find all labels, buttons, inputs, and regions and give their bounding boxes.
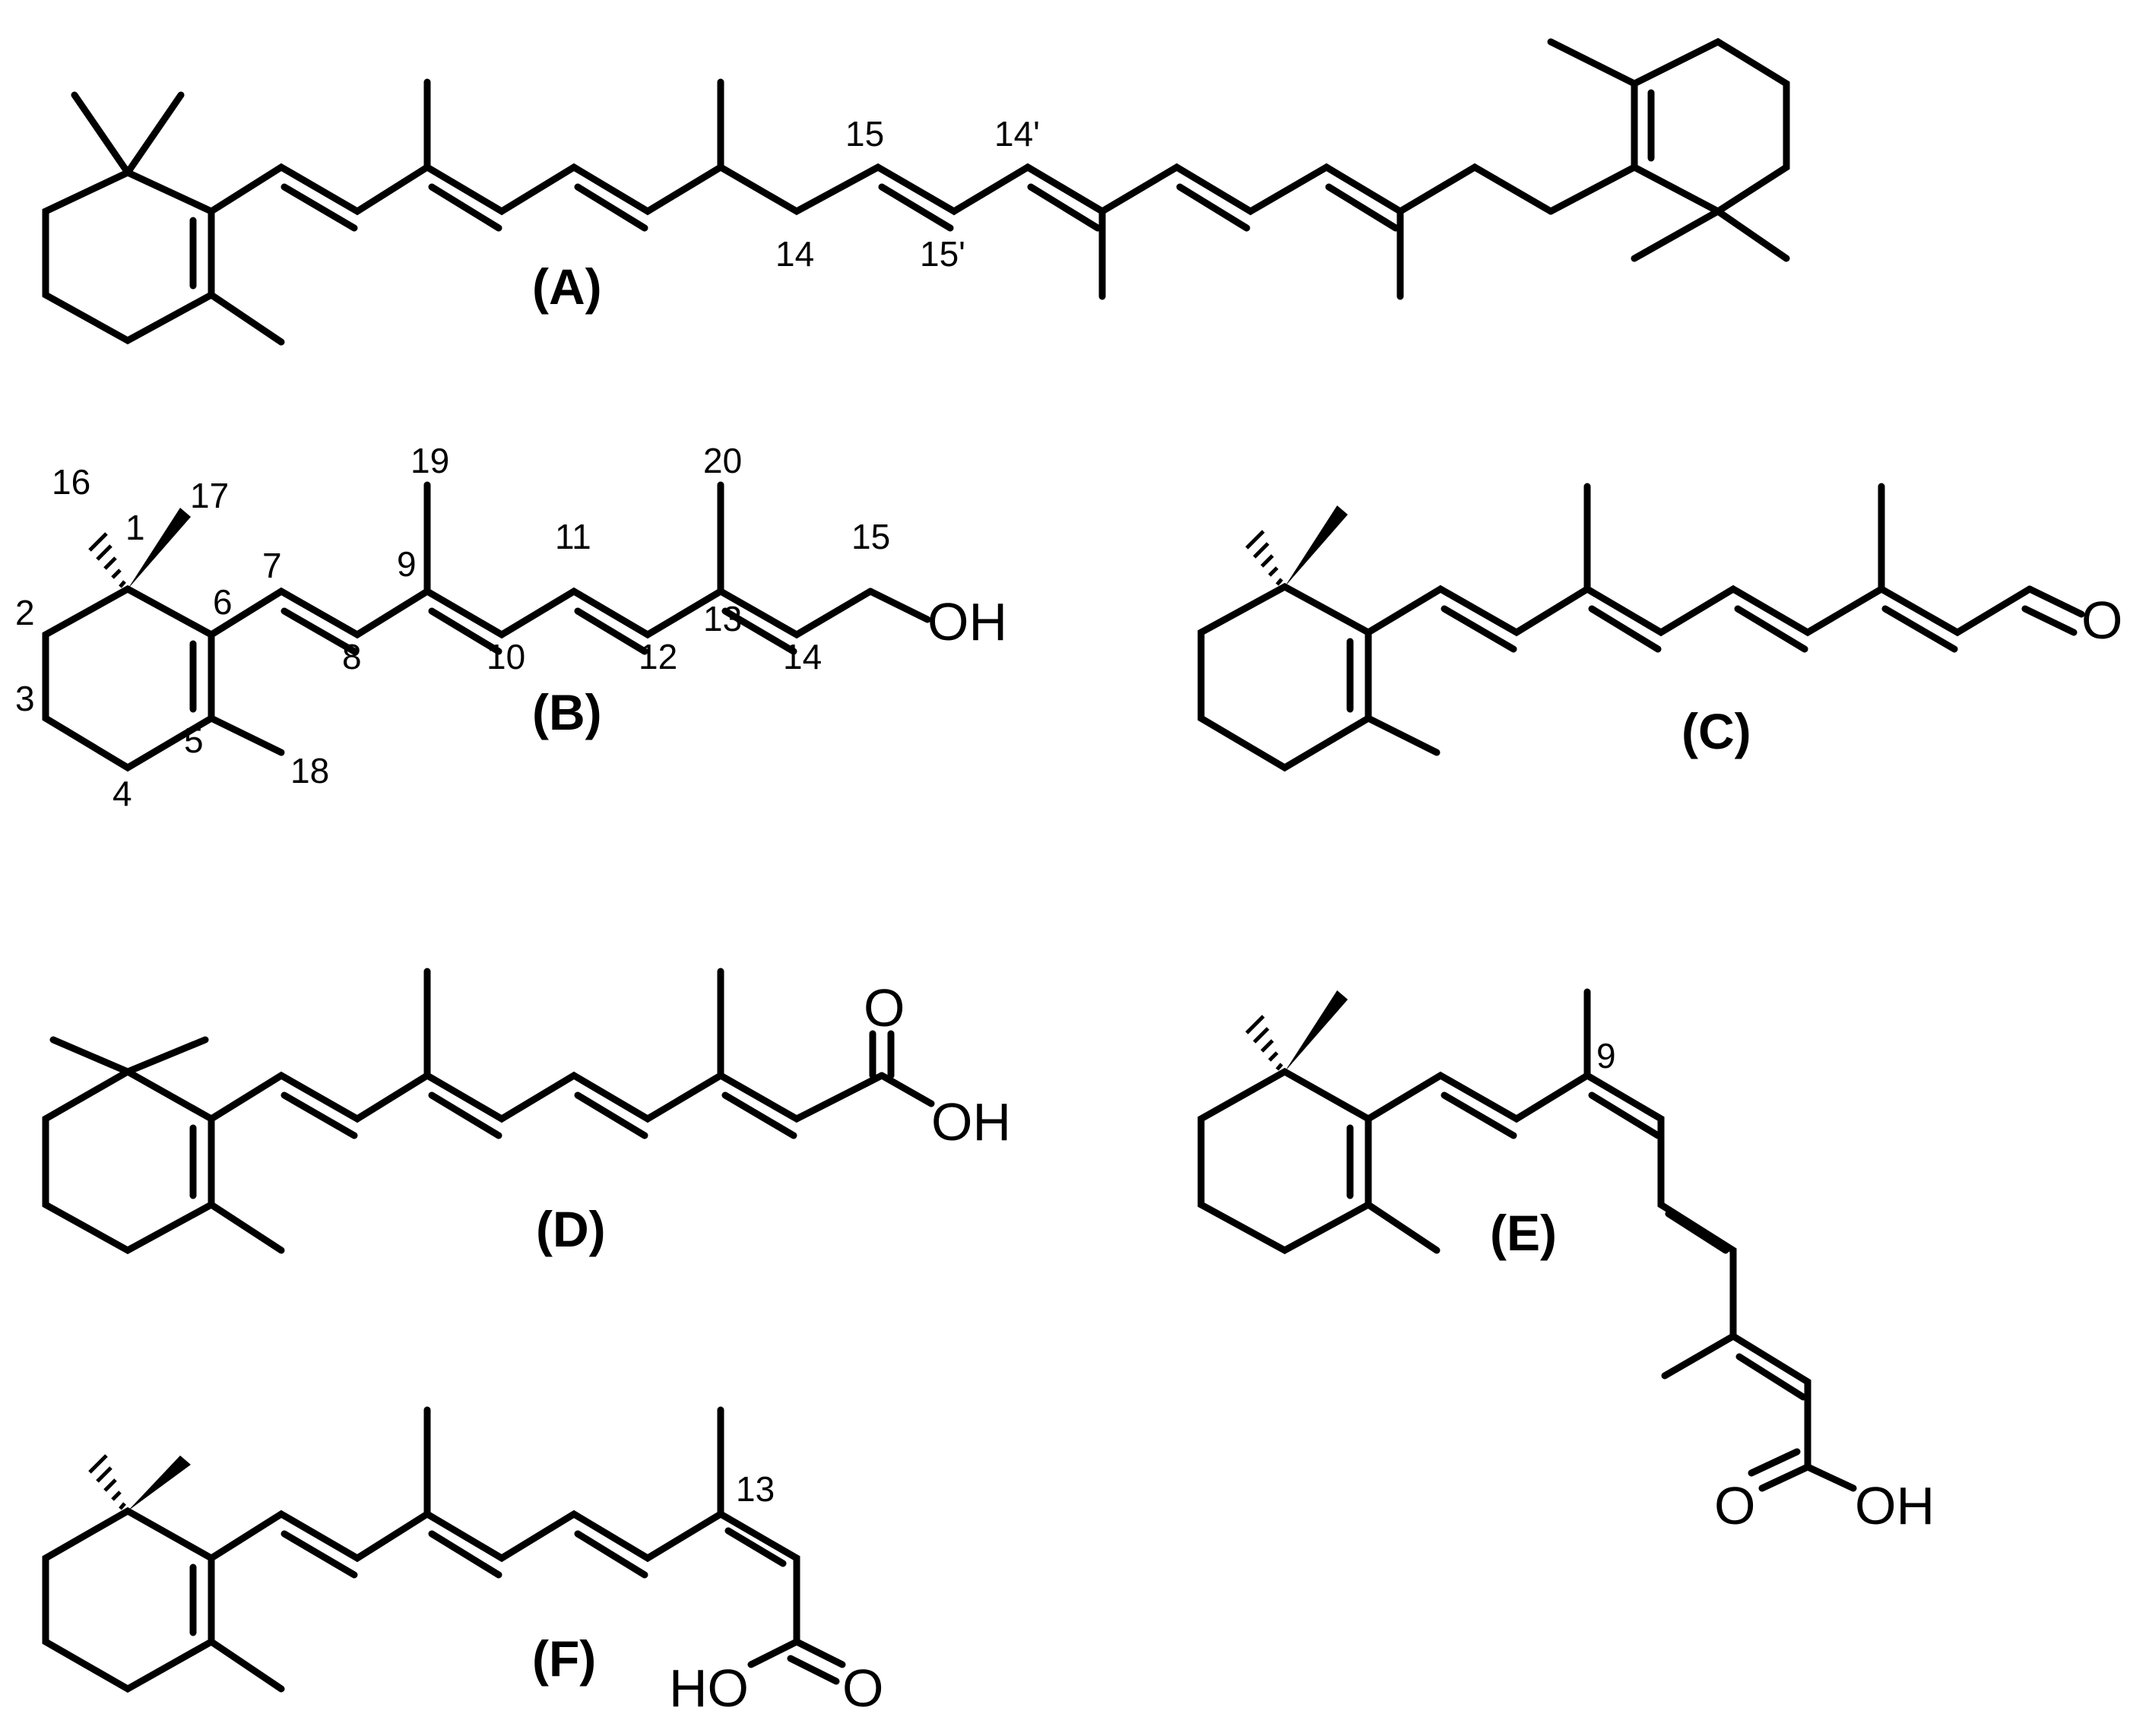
d-ring xyxy=(42,1067,215,1255)
e-chain xyxy=(1365,1071,1811,1471)
a-label-14: 14 xyxy=(775,234,814,274)
d-caption: (D) xyxy=(536,1201,606,1257)
b-caption: (B) xyxy=(532,684,602,740)
b-label-15: 15 xyxy=(851,517,890,556)
e-caption: (E) xyxy=(1490,1205,1557,1261)
c-hashed-methyl xyxy=(1245,530,1283,586)
b-label-16: 16 xyxy=(52,462,90,502)
f-carboxyl xyxy=(747,1638,846,1685)
a-left-gem-methyls xyxy=(71,91,185,176)
b-wedge-methyl-17 xyxy=(128,508,191,589)
a-caption: (A) xyxy=(532,258,602,315)
a-label-15: 15 xyxy=(845,114,884,154)
c-caption: (C) xyxy=(1681,703,1751,759)
e-hashed-methyl xyxy=(1245,1015,1283,1071)
e-oh: OH xyxy=(1855,1476,1935,1535)
a-left-chain-methyls xyxy=(423,78,724,171)
a-polyene-right-doubles xyxy=(1027,183,1399,232)
b-label-1: 1 xyxy=(125,508,145,547)
d-chain-doubles xyxy=(281,1091,797,1139)
a-right-ring-methyl xyxy=(1547,38,1638,87)
a-right-ring xyxy=(1631,37,1790,216)
c-chain-doubles xyxy=(1441,605,1958,653)
a-label-15p: 15' xyxy=(920,234,965,274)
molecule-d: O OH (D) xyxy=(42,968,1011,1257)
b-chain xyxy=(208,587,874,639)
e-o: O xyxy=(1714,1476,1755,1535)
b-label-20: 20 xyxy=(703,441,742,480)
d-carboxyl xyxy=(869,1030,935,1107)
b-label-2: 2 xyxy=(15,593,35,632)
c-ring-methyl xyxy=(1365,714,1441,756)
e-ring-methyl xyxy=(1365,1201,1441,1254)
b-oh: OH xyxy=(927,592,1007,651)
a-left-ring xyxy=(42,169,215,345)
a-polyene-left-doubles xyxy=(281,183,648,232)
b-chain-methyls xyxy=(423,481,724,595)
e-wedge-methyl xyxy=(1285,990,1348,1072)
f-chain-doubles xyxy=(281,1527,787,1579)
a-label-14p: 14' xyxy=(994,114,1040,154)
b-label-18: 18 xyxy=(290,751,329,790)
e-chain-doubles xyxy=(1441,1091,1807,1401)
f-hashed-methyl xyxy=(88,1454,126,1510)
a-polyene-right xyxy=(1024,163,1555,216)
b-label-12: 12 xyxy=(639,637,677,676)
f-ho: HO xyxy=(669,1658,749,1718)
a-right-ring-link xyxy=(1547,163,1638,215)
molecule-a: 15 14' 14 15' (A) xyxy=(42,37,1790,346)
e-carboxyl xyxy=(1748,1448,1857,1492)
f-ring xyxy=(42,1506,215,1693)
c-wedge-methyl xyxy=(1285,505,1348,587)
d-o: O xyxy=(864,978,905,1037)
b-ring-methyl-18 xyxy=(208,714,285,756)
c-chain-methyls xyxy=(1583,483,1885,593)
b-label-10: 10 xyxy=(487,637,525,676)
b-label-19: 19 xyxy=(410,441,449,480)
f-chain xyxy=(208,1509,800,1646)
b-label-13: 13 xyxy=(703,599,742,638)
c-aldehyde-double xyxy=(2021,585,2085,636)
b-label-6: 6 xyxy=(213,582,233,622)
f-chain-methyls xyxy=(423,1406,724,1518)
d-ring-methyl xyxy=(208,1201,285,1254)
molecule-f: HO O 13 (F) xyxy=(42,1406,883,1718)
f-label-13: 13 xyxy=(736,1469,775,1509)
e-chain-methyls xyxy=(1583,988,1737,1380)
a-right-gem-methyls xyxy=(1631,207,1790,262)
b-label-14: 14 xyxy=(783,637,822,676)
b-label-5: 5 xyxy=(184,721,204,760)
molecule-e: O OH 9 (E) xyxy=(1197,988,1935,1535)
e-ring xyxy=(1197,1067,1372,1255)
b-ch2oh xyxy=(867,588,931,623)
b-hashed-methyl-16 xyxy=(88,532,126,588)
c-o: O xyxy=(2081,591,2122,650)
d-gem-methyls xyxy=(49,1036,209,1075)
f-o: O xyxy=(842,1658,883,1718)
f-wedge-methyl xyxy=(128,1456,191,1511)
a-polyene-left xyxy=(208,163,1106,216)
c-chain xyxy=(1365,584,2033,637)
d-chain-methyls xyxy=(423,968,724,1079)
b-label-9: 9 xyxy=(397,544,417,584)
e-label-9: 9 xyxy=(1596,1036,1616,1075)
c-ring xyxy=(1197,582,1372,772)
molecule-c: O (C) xyxy=(1197,483,2122,772)
d-oh: OH xyxy=(931,1092,1011,1152)
b-label-3: 3 xyxy=(15,679,35,718)
b-label-8: 8 xyxy=(342,637,362,676)
a-central-double xyxy=(878,183,954,232)
f-caption: (F) xyxy=(532,1630,596,1687)
b-label-7: 7 xyxy=(262,546,282,585)
b-chain-doubles xyxy=(281,607,797,655)
a-right-chain-methyls xyxy=(1098,207,1404,300)
f-ring-methyl xyxy=(208,1638,285,1693)
molecule-b: OH 16 17 1 2 3 4 5 6 7 8 9 10 11 12 13 1… xyxy=(15,441,1007,813)
b-label-11: 11 xyxy=(555,517,591,556)
b-label-4: 4 xyxy=(113,774,132,813)
b-label-17: 17 xyxy=(190,476,229,515)
a-left-ring-methyl xyxy=(208,291,285,346)
d-chain xyxy=(208,1071,886,1123)
